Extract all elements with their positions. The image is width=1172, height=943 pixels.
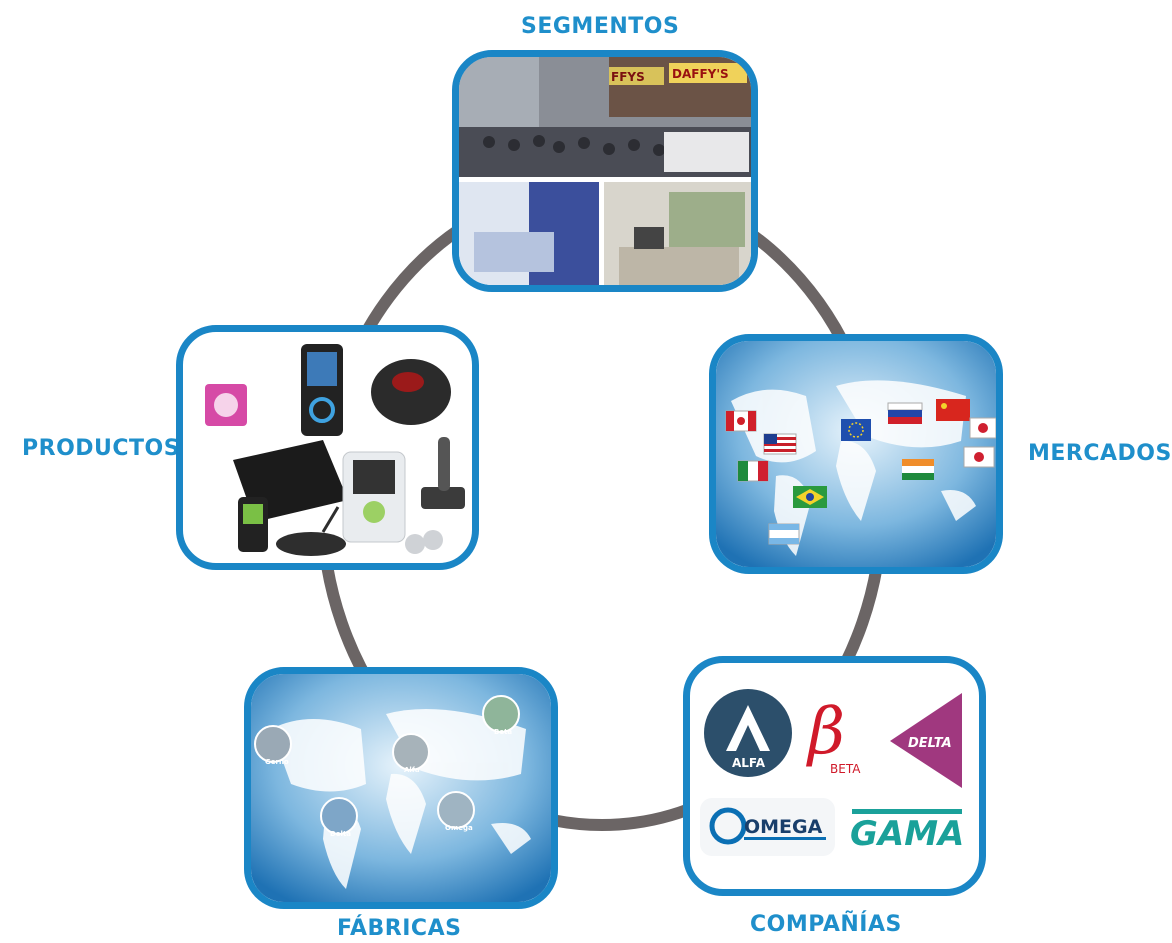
fabricas-label: FÁBRICAS: [337, 916, 462, 941]
factory-pin-label: Delta: [330, 830, 351, 838]
delta-logo-text: DELTA: [908, 736, 952, 751]
flag-canada-icon: [725, 410, 757, 432]
companias-tile: ALFA β BETA DELTA OMEGA GAMA: [683, 656, 986, 896]
flag-brazil-icon: [793, 486, 827, 508]
mercados-tile: [709, 334, 1003, 574]
flag-mexico-icon: [737, 460, 769, 482]
delta-logo-icon: DELTA: [890, 693, 962, 788]
omega-logo-icon: OMEGA: [700, 798, 835, 856]
factory-pin-label: Gerno: [265, 758, 289, 766]
flag-india-icon: [902, 459, 934, 480]
flag-china-icon: [936, 399, 970, 421]
beta-logo-icon: β BETA: [800, 688, 880, 783]
gaming-mouse-icon: [371, 359, 451, 425]
flag-russia-icon: [887, 402, 923, 424]
alfa-logo-icon: ALFA: [704, 689, 792, 777]
segmentos-photo-collage: FFYS DAFFY'S: [459, 57, 751, 285]
factory-pin-label: Omega: [445, 824, 473, 832]
joystick-icon: [421, 487, 465, 509]
alfa-logo-text: ALFA: [732, 756, 766, 770]
factory-pin-delta-icon: Delta: [320, 797, 358, 838]
world-map-factories: Gerno Alfa Beta Delta Omega: [251, 674, 551, 902]
factory-pin-gerno-icon: Gerno: [254, 725, 292, 766]
companias-label: COMPAÑÍAS: [750, 912, 902, 937]
router-icon: [276, 532, 346, 556]
factory-pin-alfa-icon: Alfa: [392, 733, 430, 774]
flag-korea-icon: [969, 417, 996, 439]
gama-logo-text: GAMA: [850, 814, 964, 854]
svg-text:β: β: [806, 695, 845, 769]
flag-eu-icon: [841, 419, 871, 441]
productos-label: PRODUCTOS: [22, 436, 181, 461]
gama-logo-icon: GAMA: [845, 803, 969, 855]
productos-tile: [176, 325, 479, 570]
flag-usa-icon: [763, 433, 797, 455]
productos-illustration: [205, 344, 465, 556]
world-map-flags: [716, 341, 996, 567]
flag-argentina-icon: [768, 523, 800, 545]
mercados-label: MERCADOS: [1028, 441, 1172, 466]
fabricas-tile: Gerno Alfa Beta Delta Omega: [244, 667, 558, 909]
street-sign-1: FFYS: [611, 70, 645, 84]
factory-pin-beta-icon: Beta: [482, 695, 520, 736]
factory-pin-omega-icon: Omega: [437, 791, 475, 832]
factory-pin-label: Beta: [494, 728, 512, 736]
segmentos-tile: FFYS DAFFY'S: [452, 50, 758, 292]
beta-logo-text: BETA: [830, 762, 861, 776]
factory-pin-label: Alfa: [404, 766, 420, 774]
omega-logo-text: OMEGA: [744, 816, 823, 838]
street-sign-2: DAFFY'S: [672, 67, 729, 81]
segmentos-label: SEGMENTOS: [521, 14, 680, 39]
flag-japan-icon: [963, 446, 995, 468]
company-logos: ALFA β BETA DELTA OMEGA GAMA: [700, 688, 969, 856]
